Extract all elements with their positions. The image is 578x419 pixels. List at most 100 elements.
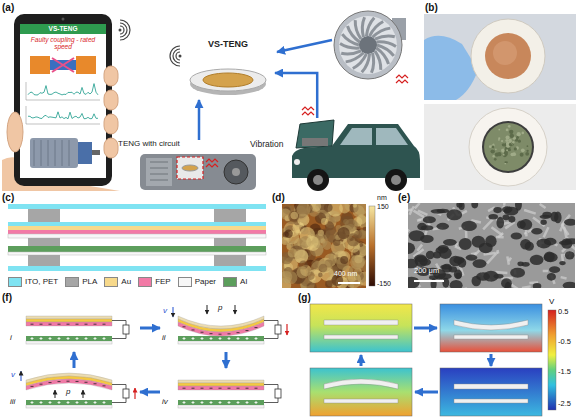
sem-image	[466, 255, 478, 261]
afm-image	[275, 198, 375, 293]
potential-map	[324, 320, 398, 325]
stage-illustration	[26, 341, 112, 344]
device-photo	[493, 143, 495, 145]
sem-image	[473, 259, 487, 268]
stage-illustration	[207, 305, 208, 314]
stage-illustration	[76, 337, 79, 340]
stage-illustration	[26, 405, 112, 408]
fan-illustration	[371, 53, 373, 73]
sem-image	[471, 203, 478, 208]
afm-image	[338, 227, 350, 239]
stage-illustration	[219, 337, 222, 340]
stage-illustration	[40, 384, 43, 385]
afm-image	[360, 246, 366, 255]
symbol-label: Faulty coupling - rated speed	[24, 36, 102, 50]
stage-illustration	[286, 324, 287, 335]
wifi-symbol	[170, 46, 182, 66]
stage-illustration	[49, 324, 52, 325]
stage-illustration	[178, 336, 264, 341]
stage-illustration	[67, 324, 70, 325]
sem-image	[455, 273, 461, 279]
cross-section	[8, 230, 266, 234]
afm-image	[288, 211, 299, 222]
connector-arrow	[198, 100, 201, 140]
potential-map	[310, 304, 412, 352]
stage-illustration	[76, 381, 79, 382]
afm-image	[282, 271, 292, 284]
sem-image	[437, 223, 449, 230]
engine-illustration	[150, 180, 168, 181]
stage-illustration	[228, 333, 231, 334]
legend-item: Au	[104, 277, 131, 287]
device-photo	[485, 33, 531, 79]
phone-illustration	[62, 140, 63, 166]
sem-image	[426, 251, 435, 259]
engine-illustration	[150, 168, 168, 169]
potential-map	[440, 368, 542, 416]
afm-image	[288, 248, 297, 257]
device-photo	[509, 130, 513, 134]
panel-label: (a)	[2, 2, 14, 13]
device-photo	[504, 151, 508, 155]
node-label: iii	[10, 398, 15, 407]
sem-image	[525, 229, 528, 236]
sem-image	[459, 238, 472, 250]
sem-image	[431, 278, 437, 288]
cross-section	[8, 246, 266, 252]
device-photo	[492, 155, 494, 157]
device-photo	[510, 153, 514, 157]
stage-illustration	[67, 401, 70, 404]
afm-image	[350, 255, 365, 270]
wifi-symbol	[119, 20, 131, 40]
stage-illustration	[173, 307, 174, 317]
sem-image	[496, 272, 508, 273]
device-photo	[497, 152, 501, 156]
fan-illustration	[334, 11, 408, 83]
sem-image	[549, 266, 560, 273]
sem-image	[517, 261, 523, 266]
stage-illustration	[219, 388, 222, 389]
device-photo	[506, 135, 510, 139]
device-photo	[509, 143, 512, 146]
axis-value: -1.5	[558, 368, 571, 376]
device-photo	[508, 148, 511, 151]
panel-label: (b)	[425, 2, 438, 13]
panel-label: (f)	[2, 292, 12, 303]
wifi-symbol	[119, 29, 122, 32]
stage-illustration	[94, 383, 97, 384]
afm-image	[338, 282, 360, 284]
cross-section	[8, 252, 266, 255]
sem-image	[437, 209, 449, 213]
stage-illustration	[219, 334, 222, 335]
stage-illustration	[178, 341, 264, 344]
afm-image	[306, 236, 318, 248]
sem-image	[533, 283, 542, 288]
sem-image	[520, 219, 533, 230]
afm-image	[282, 237, 289, 245]
axis-value: -150	[377, 280, 391, 288]
engine-illustration	[224, 160, 248, 184]
stage-illustration	[58, 324, 61, 325]
afm-image	[306, 282, 316, 288]
sem-image	[511, 232, 522, 239]
engine-illustration	[146, 158, 172, 186]
node-label: TENG with circuit	[118, 140, 180, 149]
stage-illustration	[31, 386, 34, 387]
axis-value: -0.5	[558, 338, 571, 346]
device-photo	[490, 149, 494, 153]
legend-text: PLA	[82, 278, 97, 287]
potential-map	[324, 379, 398, 389]
stage-illustration	[173, 305, 287, 344]
afm-image	[319, 260, 331, 272]
device-photo	[508, 125, 511, 128]
legend-text: ITO, PET	[25, 278, 58, 287]
afm-image	[331, 274, 343, 286]
stage-illustration	[192, 401, 195, 404]
wifi-symbol	[120, 23, 127, 37]
stage-illustration	[210, 401, 213, 404]
stage-illustration	[21, 371, 22, 381]
potential-map	[310, 368, 412, 416]
stage-illustration	[246, 388, 249, 389]
